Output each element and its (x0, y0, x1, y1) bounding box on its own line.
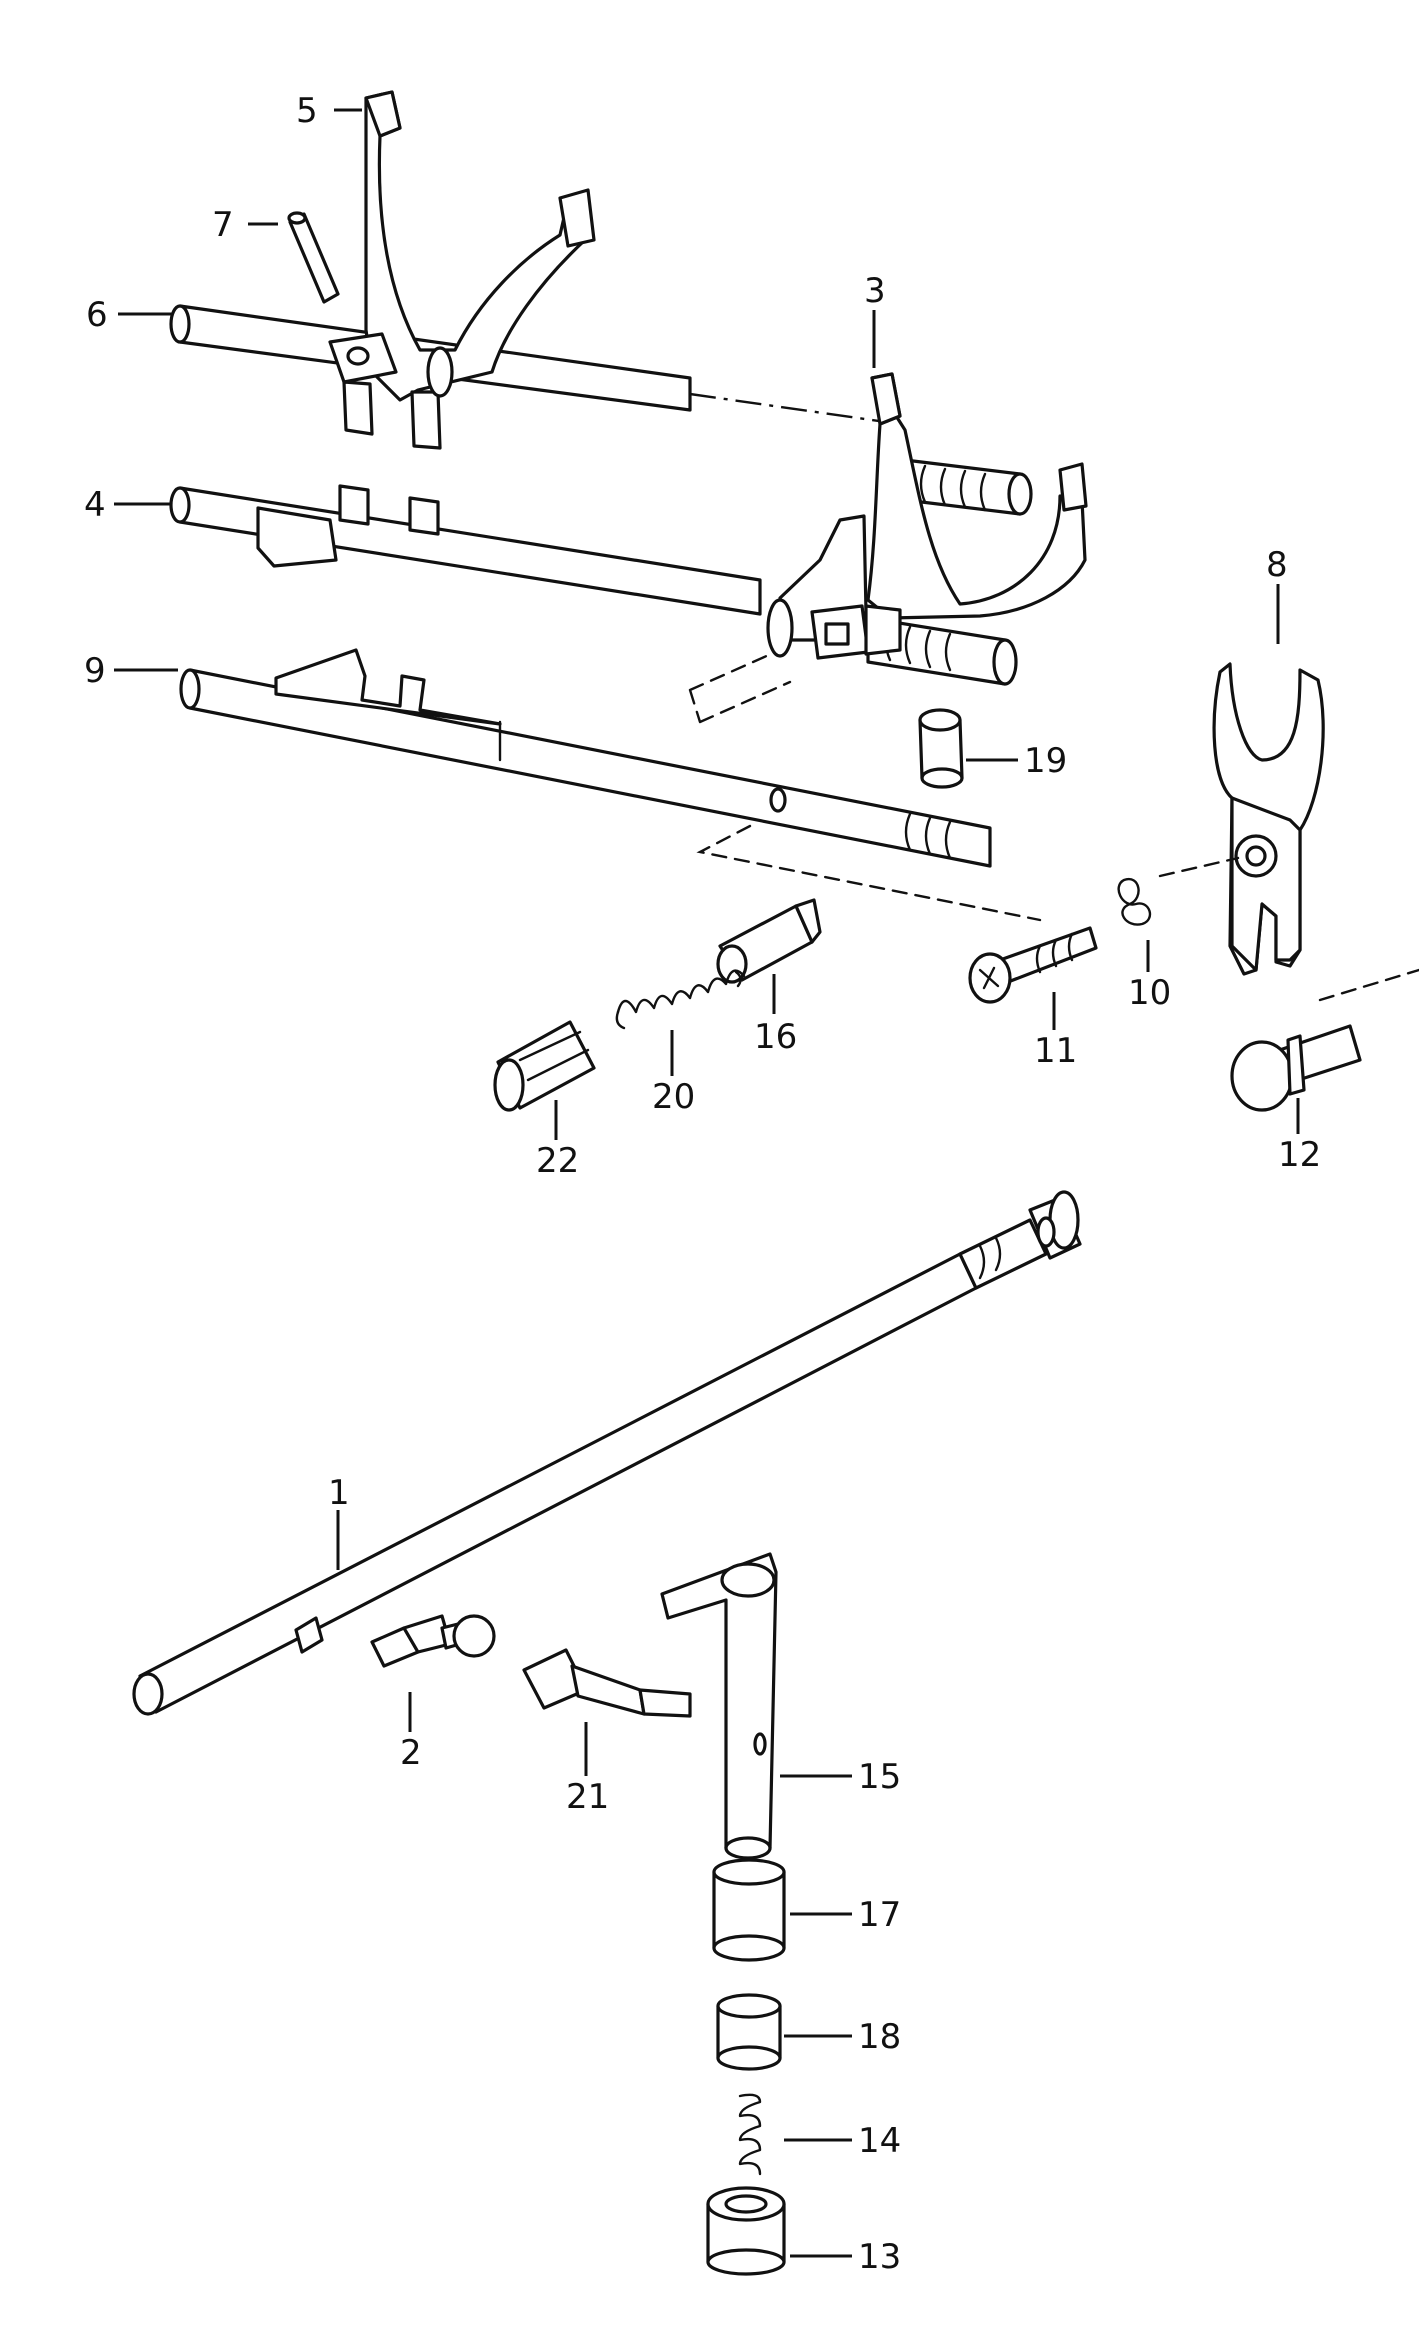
callout-18: 18 (858, 2017, 901, 2057)
callout-1: 1 (328, 1473, 350, 1513)
callout-7: 7 (212, 205, 234, 245)
callout-17: 17 (858, 1895, 901, 1935)
selector-rod-4 (169, 484, 1018, 724)
pivot-pin-12 (1230, 968, 1419, 1112)
spring-20 (615, 969, 746, 1030)
callout-15: 15 (858, 1757, 901, 1797)
leader-lines (114, 108, 1300, 2258)
callout-5: 5 (296, 91, 318, 131)
shift-fork-8 (1158, 662, 1325, 976)
ball-stud-2 (370, 1614, 496, 1668)
callout-16: 16 (754, 1017, 797, 1057)
callout-4: 4 (84, 485, 106, 525)
selector-shaft-15 (660, 1552, 778, 1860)
callout-8: 8 (1266, 545, 1288, 585)
callout-21: 21 (566, 1777, 609, 1817)
callout-14: 14 (858, 2121, 901, 2161)
callout-2: 2 (400, 1733, 422, 1773)
cap-13 (706, 2186, 786, 2276)
callout-10: 10 (1128, 973, 1171, 1013)
callout-11: 11 (1034, 1031, 1077, 1071)
callout-6: 6 (86, 295, 108, 335)
guide-sleeve-22 (493, 1020, 596, 1112)
spring-clip-10 (1117, 877, 1152, 926)
shift-fork-3 (766, 372, 1088, 660)
bolt-11 (968, 926, 1098, 1004)
callout-3: 3 (864, 271, 886, 311)
callout-13: 13 (858, 2237, 901, 2277)
callout-12: 12 (1278, 1135, 1321, 1175)
callout-19: 19 (1024, 741, 1067, 781)
callout-labels: 5 7 6 3 4 8 9 19 16 11 10 20 22 12 1 2 2… (84, 91, 1321, 2277)
spring-14 (738, 2093, 762, 2176)
threaded-stud-21 (522, 1648, 692, 1718)
callout-22: 22 (536, 1141, 579, 1181)
bushing-17 (712, 1858, 786, 1962)
selector-rod-9 (179, 648, 1042, 922)
callout-20: 20 (652, 1077, 695, 1117)
shift-fork-5 (328, 90, 596, 450)
detent-plunger-19 (918, 708, 964, 789)
detent-plunger-16 (716, 898, 822, 984)
shift-shaft-1 (132, 1190, 1082, 1716)
callout-9: 9 (84, 651, 106, 691)
bushing-18 (716, 1993, 782, 2071)
roll-pin-7 (287, 211, 340, 304)
